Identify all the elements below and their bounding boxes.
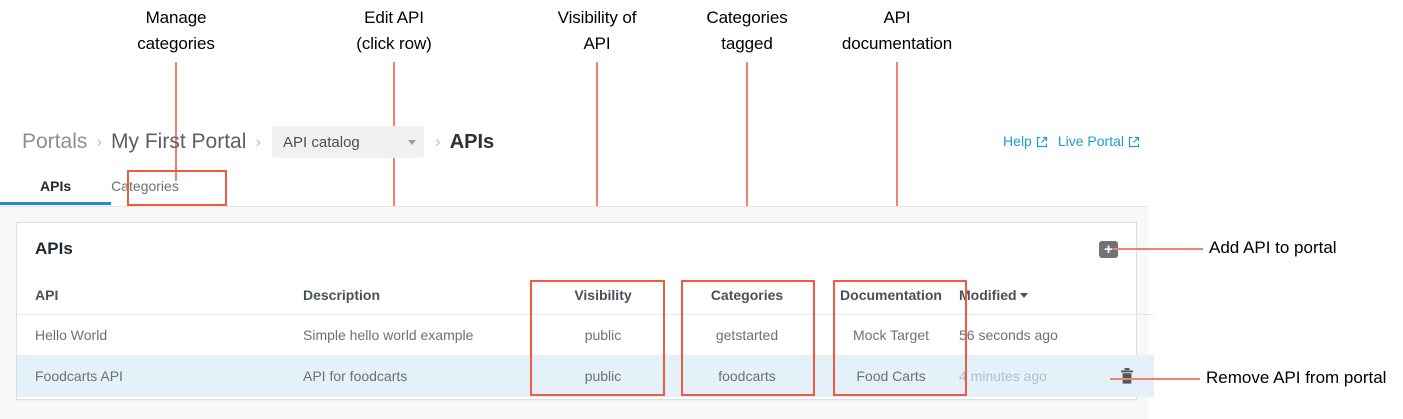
annotation-label-add-api: Add API to portal: [1209, 238, 1337, 257]
tab-bar: APIs Categories: [0, 170, 1148, 206]
sort-descending-icon: [1019, 293, 1028, 298]
cell-api: Foodcarts API: [17, 355, 303, 397]
cell-modified-label: 4 minutes ago: [959, 368, 1047, 384]
trash-icon[interactable]: [1120, 368, 1134, 384]
annotation-line-manage-categories: [175, 62, 177, 181]
breadcrumb-catalog-select-value: API catalog: [283, 133, 360, 151]
table-header-row: API Description Visibility Categories Do…: [17, 277, 1154, 315]
breadcrumb-separator: ›: [96, 132, 103, 151]
annotation-line-api-documentation: [896, 62, 898, 282]
help-link-label: Help: [1003, 133, 1032, 149]
top-links: Help Live Portal: [1003, 133, 1140, 149]
apis-table: API Description Visibility Categories Do…: [17, 277, 1154, 397]
live-portal-link-label: Live Portal: [1057, 133, 1124, 149]
external-link-icon: [1128, 135, 1140, 148]
chevron-down-icon: [408, 139, 417, 145]
breadcrumb-separator: ›: [255, 132, 262, 151]
annotation-label-visibility: Visibility of API: [557, 8, 637, 53]
column-header-api[interactable]: API: [17, 277, 303, 315]
column-header-categories[interactable]: Categories: [671, 277, 823, 315]
breadcrumb-item-portals[interactable]: Portals: [22, 130, 88, 153]
breadcrumb-item-apis: APIs: [449, 130, 495, 153]
help-link[interactable]: Help: [1003, 133, 1048, 149]
external-link-icon: [1036, 135, 1048, 148]
cell-visibility: public: [535, 355, 671, 397]
annotation-line-remove-api: [1110, 378, 1200, 380]
cell-documentation: Mock Target: [823, 314, 959, 356]
tab-categories[interactable]: Categories: [111, 178, 179, 194]
live-portal-link[interactable]: Live Portal: [1058, 133, 1140, 149]
cell-visibility: public: [535, 314, 671, 356]
tab-apis[interactable]: APIs: [0, 170, 112, 205]
plus-icon: +: [1104, 240, 1113, 258]
breadcrumb-catalog-select[interactable]: API catalog: [272, 126, 425, 158]
table-row[interactable]: Foodcarts API API for foodcarts public f…: [17, 355, 1154, 397]
cell-documentation: Food Carts: [823, 355, 959, 397]
cell-categories: foodcarts: [671, 355, 823, 397]
annotation-label-remove-api: Remove API from portal: [1206, 368, 1387, 387]
cell-description: API for foodcarts: [303, 355, 535, 397]
add-api-button[interactable]: +: [1099, 241, 1118, 258]
annotation-label-categories-tagged: Categories tagged: [706, 8, 788, 53]
annotation-label-api-documentation: API documentation: [841, 8, 953, 53]
breadcrumb: Portals › My First Portal › API catalog …: [22, 126, 494, 158]
table-row[interactable]: Hello World Simple hello world example p…: [17, 314, 1154, 356]
breadcrumb-separator: ›: [435, 132, 441, 151]
annotation-line-visibility: [596, 62, 598, 282]
column-header-modified-label: Modified: [959, 287, 1017, 303]
apis-card: APIs + API Description Visibility Catego…: [16, 222, 1154, 400]
breadcrumb-item-my-first-portal[interactable]: My First Portal: [111, 130, 247, 153]
cell-modified: 4 minutes ago: [959, 355, 1154, 397]
cell-modified: 56 seconds ago: [959, 314, 1154, 356]
column-header-documentation[interactable]: Documentation: [823, 277, 959, 315]
column-header-description[interactable]: Description: [303, 277, 535, 315]
annotation-label-manage-categories: Manage categories: [137, 8, 215, 53]
cell-description: Simple hello world example: [303, 314, 535, 356]
apis-table-head: API Description Visibility Categories Do…: [17, 277, 1154, 315]
annotation-line-categories-tagged: [746, 62, 748, 282]
apis-table-body: Hello World Simple hello world example p…: [17, 314, 1154, 397]
annotation-line-add-api: [1113, 248, 1203, 250]
column-header-visibility[interactable]: Visibility: [535, 277, 671, 315]
card-title: APIs: [35, 239, 73, 258]
cell-categories: getstarted: [671, 314, 823, 356]
annotation-label-edit-api: Edit API (click row): [356, 8, 432, 53]
column-header-modified[interactable]: Modified: [959, 277, 1154, 315]
cell-api: Hello World: [17, 314, 303, 356]
